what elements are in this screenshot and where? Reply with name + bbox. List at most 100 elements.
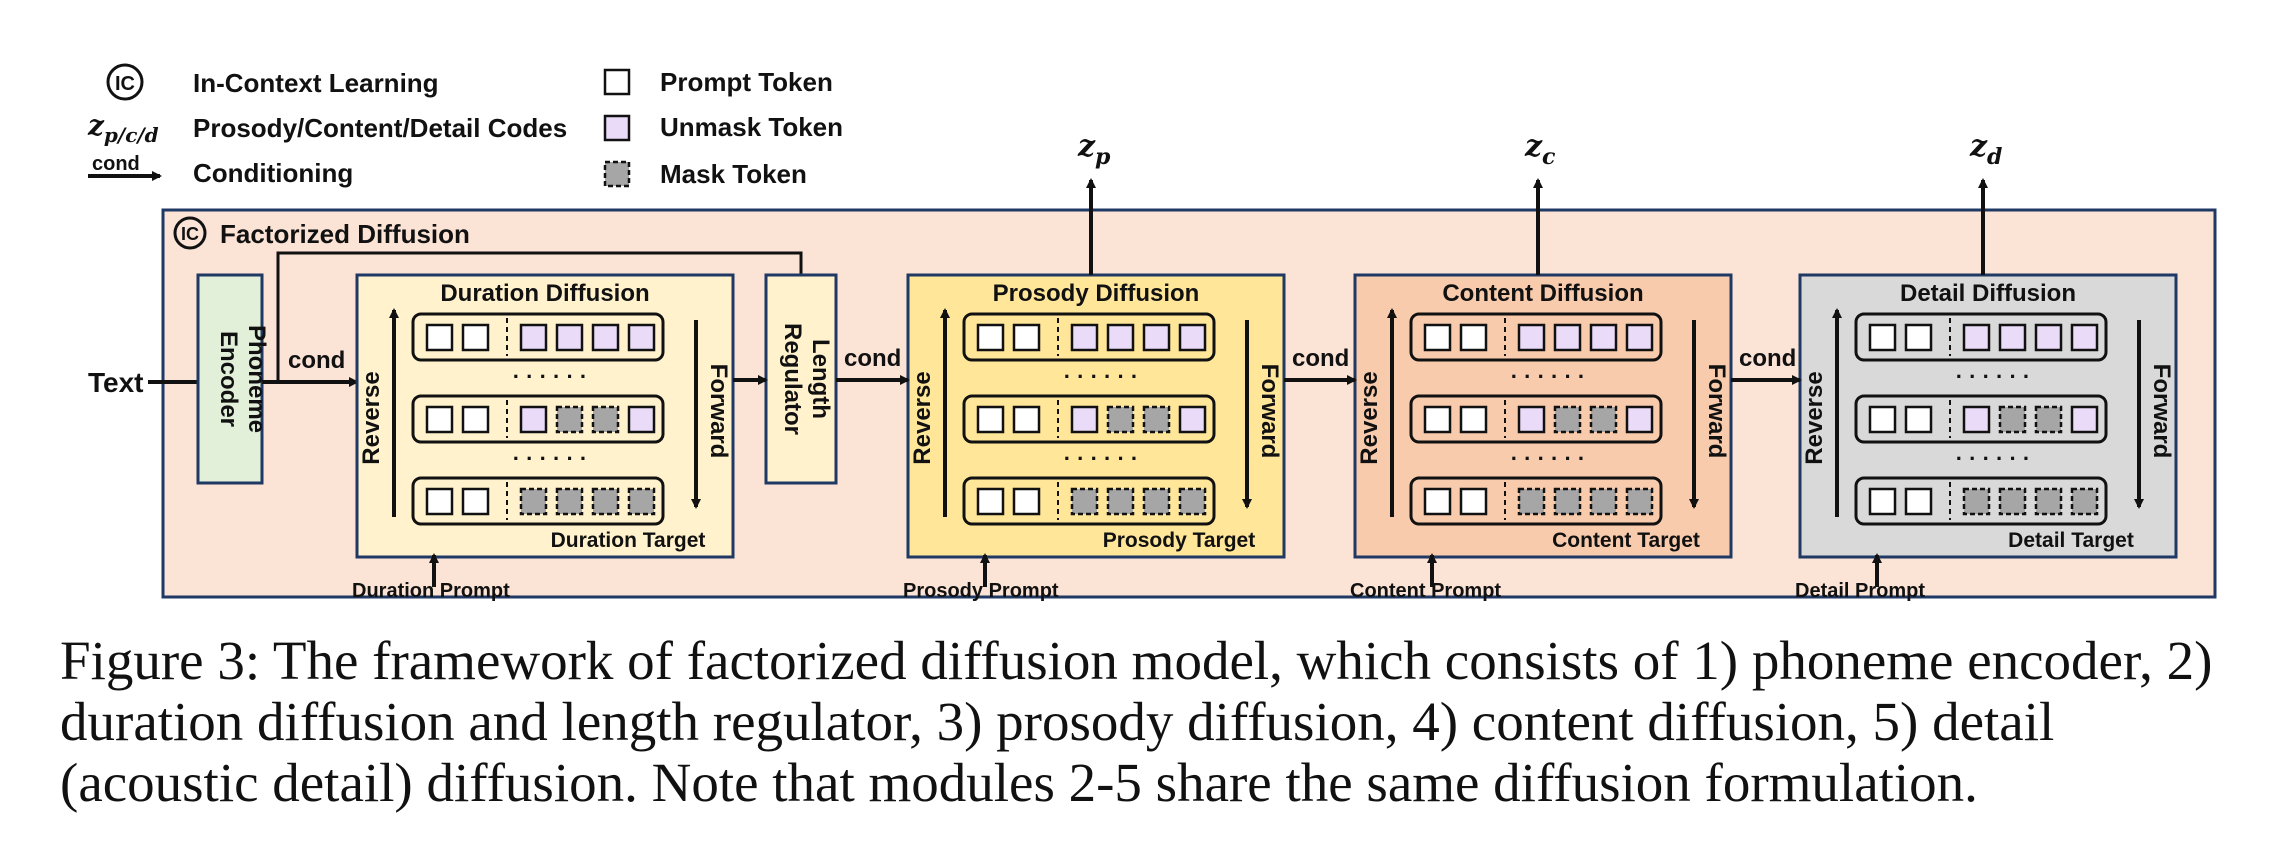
legend-ic-label: In-Context Learning <box>193 68 439 98</box>
unmask-token <box>519 323 548 352</box>
unmask-token <box>1070 323 1099 352</box>
duration-diffusion-prompt-label: Duration Prompt <box>352 580 510 602</box>
mask-token <box>555 487 584 516</box>
text-input-label: Text <box>88 367 144 398</box>
unmask-token <box>1142 323 1171 352</box>
prompt-token <box>425 323 454 352</box>
detail-diffusion-title: Detail Diffusion <box>1900 280 2076 307</box>
content-diffusion-title: Content Diffusion <box>1442 280 1643 307</box>
legend-codes-symbol: zp/c/d <box>87 109 159 147</box>
content-diffusion-row-dots: · · · · · · <box>1511 446 1586 471</box>
prompt-token <box>1868 323 1897 352</box>
prompt-token <box>976 487 1005 516</box>
legend-mask-token-swatch <box>603 160 631 188</box>
mask-token <box>1589 487 1618 516</box>
prompt-token <box>1012 405 1041 434</box>
legend-cond-arrow-text: cond <box>92 153 140 175</box>
frame-ic-symbol-icon <box>173 216 207 250</box>
legend-cond-label: Conditioning <box>193 158 353 188</box>
duration-diffusion-reverse-label: Reverse <box>358 371 385 464</box>
content-diffusion-forward-label: Forward <box>1703 364 1730 459</box>
mask-token <box>1589 405 1618 434</box>
unmask-token <box>1178 323 1207 352</box>
prompt-token <box>1868 405 1897 434</box>
phoneme-encoder-box <box>196 273 264 485</box>
duration-diffusion-row-dots: · · · · · · <box>513 446 588 471</box>
prosody-diffusion-row-dots: · · · · · · <box>1064 446 1139 471</box>
mask-token <box>555 405 584 434</box>
prompt-token <box>976 405 1005 434</box>
mask-token <box>1998 405 2027 434</box>
unmask-token <box>1962 405 1991 434</box>
mask-token <box>1178 487 1207 516</box>
unmask-token <box>555 323 584 352</box>
mask-token <box>519 487 548 516</box>
prompt-token <box>976 323 1005 352</box>
detail-diffusion-row-dots: · · · · · · <box>1956 446 2031 471</box>
figure-caption: Figure 3: The framework of factorized di… <box>60 630 2213 813</box>
content-diffusion-row-dots: · · · · · · <box>1511 364 1586 389</box>
cond-label-4: cond <box>1739 345 1796 372</box>
prompt-token <box>1904 323 1933 352</box>
mask-token <box>1106 405 1135 434</box>
factorized-diffusion-diagram: IC In-Context Learning zp/c/d Prosody/Co… <box>87 63 2217 602</box>
legend: IC In-Context Learning zp/c/d Prosody/Co… <box>87 63 843 189</box>
content-diffusion-reverse-label: Reverse <box>1356 371 1383 464</box>
unmask-token <box>1625 405 1654 434</box>
phoneme-encoder-label: PhonemeEncoder <box>215 325 270 433</box>
unmask-token <box>591 323 620 352</box>
unmask-token <box>1178 405 1207 434</box>
prompt-token <box>461 487 490 516</box>
legend-ic-symbol: IC <box>115 73 135 95</box>
length-regulator-label: LengthRegulator <box>779 323 834 435</box>
unmask-token <box>2070 405 2099 434</box>
mask-token <box>1553 487 1582 516</box>
duration-diffusion-forward-label: Forward <box>705 364 732 459</box>
unmask-token <box>2034 323 2063 352</box>
prosody-diffusion-title: Prosody Diffusion <box>993 280 1200 307</box>
mask-token <box>1142 487 1171 516</box>
unmask-token <box>1589 323 1618 352</box>
prompt-token <box>461 405 490 434</box>
detail-diffusion-prompt-label: Detail Prompt <box>1795 580 1925 602</box>
mask-token <box>2034 487 2063 516</box>
unmask-token <box>1998 323 2027 352</box>
prompt-token <box>1012 323 1041 352</box>
prosody-diffusion-prompt-label: Prosody Prompt <box>903 580 1059 602</box>
ic-symbol-icon <box>106 63 144 101</box>
legend-prompt-token-label: Prompt Token <box>660 67 833 97</box>
mask-token <box>1998 487 2027 516</box>
unmask-token <box>1625 323 1654 352</box>
legend-prompt-token-swatch <box>603 68 631 96</box>
mask-token <box>627 487 656 516</box>
prompt-token <box>425 487 454 516</box>
legend-codes-label: Prosody/Content/Detail Codes <box>193 113 567 143</box>
mask-token <box>2034 405 2063 434</box>
unmask-token <box>1517 323 1546 352</box>
cond-label-3: cond <box>1292 345 1349 372</box>
prompt-token <box>461 323 490 352</box>
prompt-token <box>1904 487 1933 516</box>
unmask-token <box>1106 323 1135 352</box>
legend-mask-token-label: Mask Token <box>660 159 807 189</box>
prompt-token <box>1868 487 1897 516</box>
content-diffusion-output-label: zc <box>1524 129 1556 170</box>
prompt-token <box>1459 487 1488 516</box>
detail-diffusion-output-label: zd <box>1969 129 2002 170</box>
legend-unmask-token-swatch <box>603 114 631 142</box>
prosody-diffusion-forward-label: Forward <box>1256 364 1283 459</box>
prompt-token <box>1904 405 1933 434</box>
prompt-token <box>1423 323 1452 352</box>
mask-token <box>1070 487 1099 516</box>
detail-diffusion-forward-label: Forward <box>2148 364 2175 459</box>
mask-token <box>1142 405 1171 434</box>
content-diffusion-prompt-label: Content Prompt <box>1350 580 1501 602</box>
unmask-token <box>519 405 548 434</box>
prosody-diffusion-row-dots: · · · · · · <box>1064 364 1139 389</box>
encoder-to-regulator-line <box>276 251 803 382</box>
detail-diffusion-target-label: Detail Target <box>2008 529 2134 552</box>
frame-ic-symbol: IC <box>181 224 199 244</box>
